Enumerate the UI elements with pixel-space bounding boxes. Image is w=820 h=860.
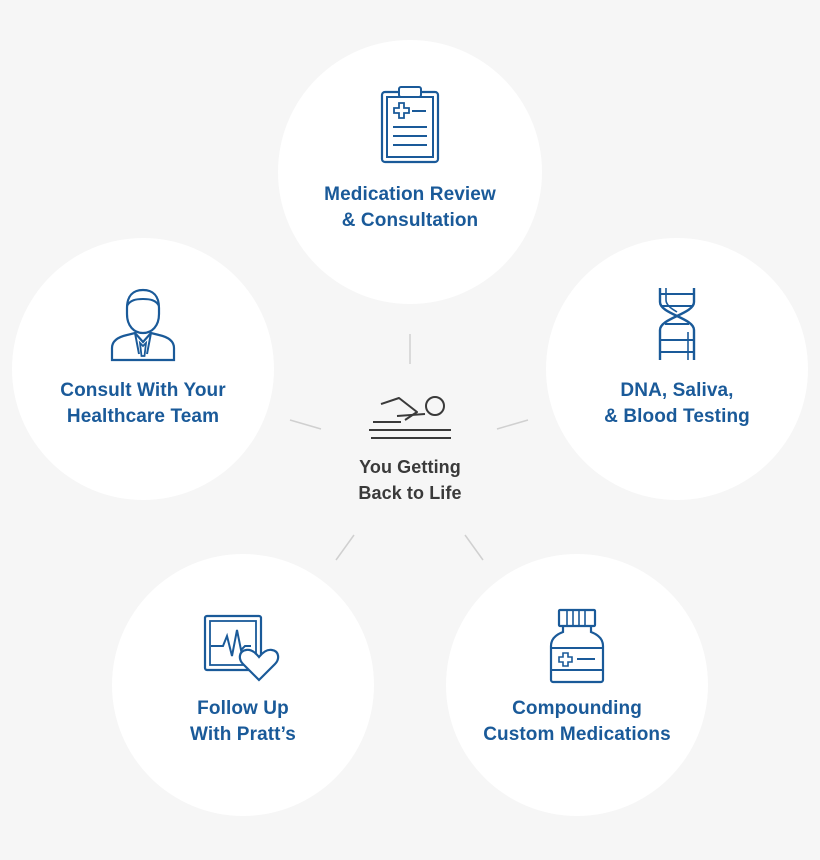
heart-monitor-icon — [203, 614, 280, 682]
node-label-line1: Consult With Your — [60, 380, 226, 401]
medicine-bottle-icon — [549, 608, 605, 684]
node-label: Consult With Your Healthcare Team — [60, 378, 225, 430]
center-label-line1: You Getting — [359, 457, 461, 477]
node-follow-up: Follow Up With Pratt’s — [112, 554, 374, 816]
node-medication-review: Medication Review & Consultation — [278, 40, 542, 304]
node-label-line2: & Consultation — [341, 210, 479, 231]
node-label-line1: Follow Up — [197, 698, 289, 719]
center-label-line2: Back to Life — [358, 483, 462, 503]
node-label: Compounding Custom Medications — [483, 696, 671, 748]
swimmer-icon — [369, 396, 451, 439]
connector-bottom-left — [335, 534, 355, 561]
node-label: Follow Up With Pratt’s — [190, 696, 296, 748]
center-node: You Getting Back to Life — [318, 392, 502, 506]
node-label: DNA, Saliva, & Blood Testing — [604, 378, 750, 430]
connector-right — [496, 419, 529, 430]
node-label-line2: Healthcare Team — [66, 406, 220, 427]
center-label: You Getting Back to Life — [358, 454, 461, 506]
dna-icon — [658, 288, 696, 360]
node-label-line1: Compounding — [512, 698, 642, 719]
node-dna-testing: DNA, Saliva, & Blood Testing — [546, 238, 808, 500]
node-label-line2: With Pratt’s — [190, 724, 296, 745]
node-label-line1: Medication Review — [324, 184, 496, 205]
clipboard-icon — [380, 86, 440, 164]
connector-bottom-right — [464, 534, 484, 561]
node-compounding: Compounding Custom Medications — [446, 554, 708, 816]
connector-left — [289, 419, 322, 430]
node-label-line2: Custom Medications — [483, 724, 671, 745]
doctor-icon — [110, 288, 176, 362]
node-consult-team: Consult With Your Healthcare Team — [12, 238, 274, 500]
node-label-line1: DNA, Saliva, — [620, 380, 734, 401]
node-label-line2: & Blood Testing — [604, 406, 750, 427]
node-label: Medication Review & Consultation — [324, 182, 496, 234]
